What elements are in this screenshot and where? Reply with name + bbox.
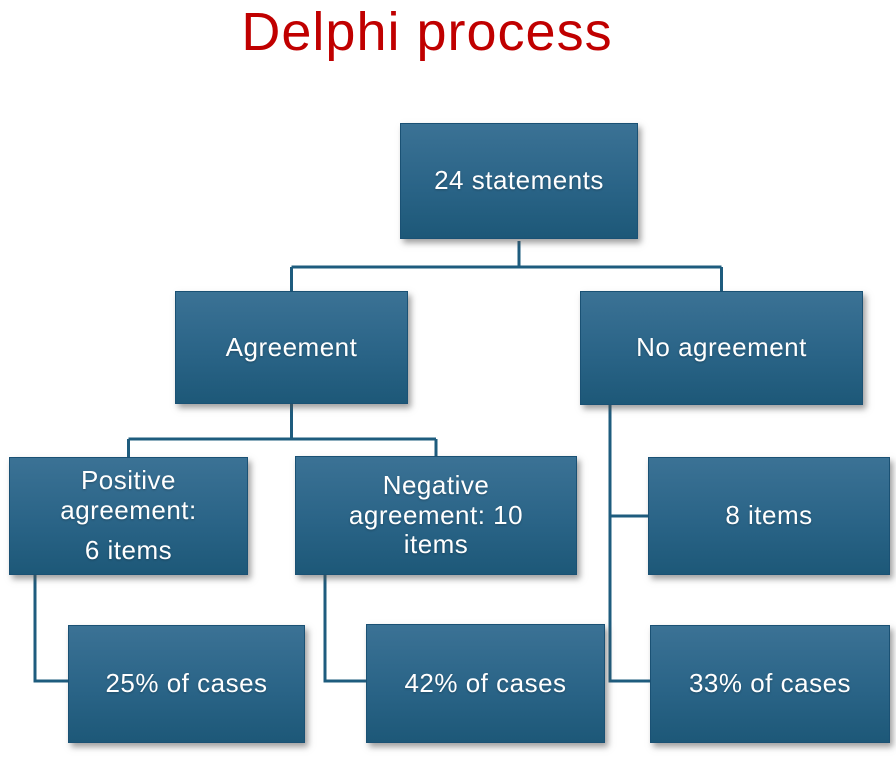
connector-positive-to-cases25	[33, 574, 69, 683]
node-8-items: 8 items	[648, 457, 890, 575]
node-8-items-label: 8 items	[725, 500, 813, 531]
node-25-percent-cases: 25% of cases	[68, 625, 305, 743]
node-no-agreement: No agreement	[580, 291, 863, 405]
node-33-percent-cases-label: 33% of cases	[688, 668, 852, 699]
diagram-title: Delphi process	[241, 2, 613, 62]
node-42-percent-cases: 42% of cases	[366, 624, 605, 743]
node-positive-agreement-items: 6 items	[84, 534, 173, 565]
node-agreement-label: Agreement	[225, 331, 358, 362]
node-agreement: Agreement	[175, 291, 408, 404]
node-negative-agreement: Negative agreement: 10 items	[295, 456, 577, 575]
node-positive-agreement: Positive agreement: 6 items	[9, 457, 248, 575]
node-negative-agreement-label: Negative agreement: 10 items	[348, 469, 524, 560]
node-24-statements: 24 statements	[400, 123, 638, 239]
node-33-percent-cases: 33% of cases	[650, 625, 890, 743]
node-no-agreement-label: No agreement	[636, 332, 807, 363]
connector-negative-to-cases42	[323, 574, 367, 683]
connector-no-agreement-trunk	[608, 404, 651, 683]
node-24-statements-label: 24 statements	[434, 165, 604, 196]
node-25-percent-cases-label: 25% of cases	[105, 668, 268, 699]
node-positive-agreement-label: Positive agreement:	[60, 465, 197, 526]
node-42-percent-cases-label: 42% of cases	[404, 667, 567, 698]
